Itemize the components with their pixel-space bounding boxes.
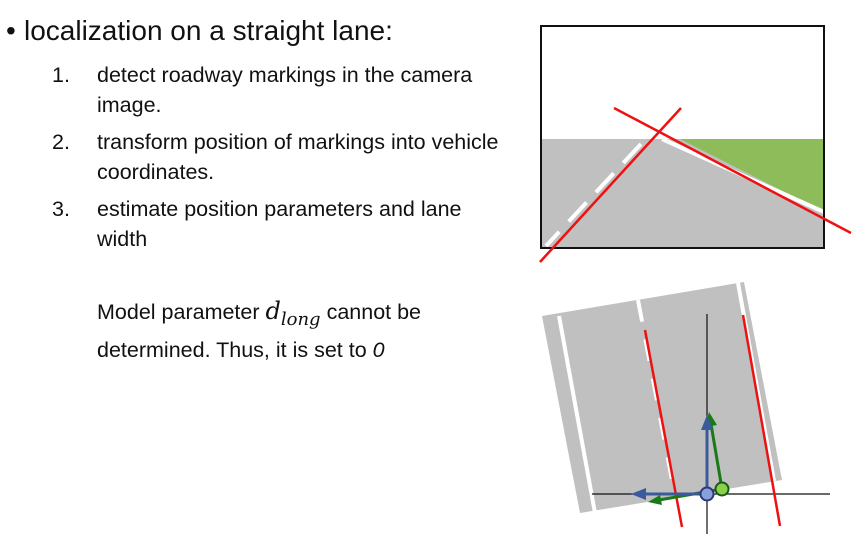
lane-frame-forward-arrow	[709, 423, 724, 490]
step-text: estimate position parameters and lane wi…	[97, 197, 462, 251]
camera-image-view	[539, 25, 852, 263]
vehicle-forward-arrowhead	[701, 415, 713, 430]
road-patch	[542, 282, 782, 513]
step-number: 1.	[52, 63, 70, 87]
step-item: 1. detect roadway markings in the camera …	[52, 60, 512, 120]
math-d-long: dlong	[265, 297, 321, 330]
vehicle-lateral-arrowhead	[631, 488, 646, 500]
fitted-right-line	[613, 106, 852, 235]
step-text: detect roadway markings in the camera im…	[97, 63, 473, 117]
step-text: transform position of markings into vehi…	[97, 130, 499, 184]
birds-eye-view	[542, 282, 830, 534]
main-bullet: • localization on a straight lane:	[6, 14, 393, 48]
step-number: 2.	[52, 130, 70, 154]
note-prefix: Model parameter	[97, 300, 266, 324]
step-number: 3.	[52, 197, 70, 221]
fitted-left-line	[539, 107, 682, 263]
bullet-dot: •	[6, 15, 16, 46]
left-solid-marking	[557, 315, 597, 514]
model-parameter-note: Model parameter dlong cannot be determin…	[97, 296, 517, 365]
note-middle: cannot be determined. Thus, it is set to	[97, 300, 422, 362]
bullet-text: localization on a straight lane:	[24, 15, 393, 46]
note-value: 0	[372, 338, 385, 362]
fitted-right-boundary	[741, 314, 782, 527]
left-dashed-marking	[544, 142, 643, 248]
math-base: d	[265, 297, 281, 325]
step-item: 2. transform position of markings into ve…	[52, 127, 512, 187]
step-item: 3. estimate position parameters and lane …	[52, 194, 512, 254]
lane-frame-origin	[714, 481, 730, 497]
lane-lateral-arrowhead	[648, 495, 662, 505]
steps-list: 1. detect roadway markings in the camera …	[52, 60, 512, 261]
camera-frame	[540, 25, 825, 249]
vehicle-frame-origin	[699, 486, 715, 502]
math-subscript: long	[280, 309, 321, 330]
